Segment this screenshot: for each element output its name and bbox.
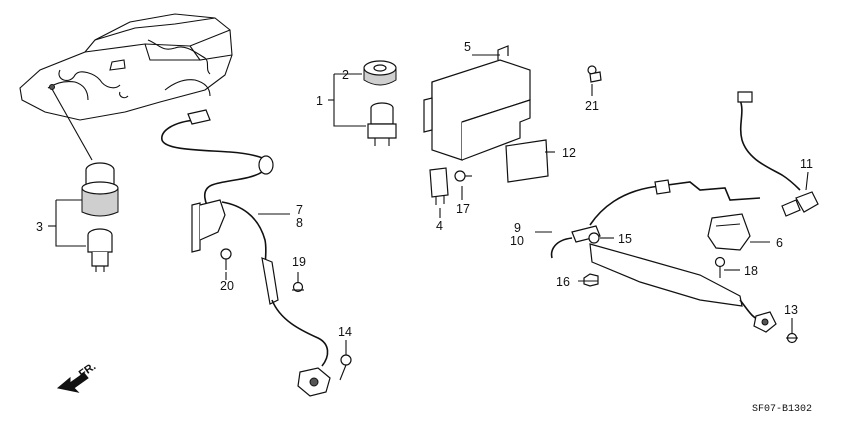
callout-2: 2: [342, 68, 349, 82]
callout-11: 11: [800, 157, 813, 171]
bolt-18: [714, 256, 726, 278]
bolt-21: [587, 65, 602, 83]
callout-5: 5: [464, 40, 471, 54]
bolt-15: [588, 232, 600, 244]
connector-4: [429, 167, 449, 205]
callout-6: 6: [776, 236, 783, 250]
callout-13: 13: [784, 303, 798, 317]
callout-12: 12: [562, 146, 576, 160]
relay-assembly: [81, 162, 119, 272]
front-sensor-harness: [161, 109, 331, 397]
front-arrow-icon: [56, 372, 89, 393]
callout-4: 4: [436, 219, 443, 233]
callout-16: 16: [556, 275, 570, 289]
callout-20: 20: [220, 279, 234, 293]
bracket-6: [707, 213, 751, 251]
callout-3: 3: [36, 220, 43, 234]
callout-1: 1: [316, 94, 323, 108]
callout-14: 14: [338, 325, 352, 339]
rear-sensor-harness: [550, 91, 801, 333]
car-body-illustration: [19, 13, 233, 161]
callout-17: 17: [456, 202, 470, 216]
nut-16: [583, 273, 599, 287]
bolt-20: [220, 248, 232, 270]
callout-7: 7: [296, 203, 303, 217]
bolt-13: [786, 332, 798, 344]
callout-labels: 1 2 3 4 5 6 7 8 9 10 11 12 13 14 15 16 1…: [36, 40, 813, 339]
screw-17: [454, 170, 472, 182]
front-direction-arrow: FR.: [56, 360, 98, 393]
callout-15: 15: [618, 232, 632, 246]
leader-lines: [48, 54, 809, 355]
callout-8: 8: [296, 216, 303, 230]
callout-18: 18: [744, 264, 758, 278]
clip-11: [781, 191, 819, 217]
bolt-14: [339, 354, 352, 381]
callout-9: 9: [514, 221, 521, 235]
relay-with-cover: [363, 60, 397, 146]
drawing-code: SF07-B1302: [752, 404, 812, 415]
callout-10: 10: [510, 234, 524, 248]
abs-control-unit: [423, 45, 531, 161]
callout-19: 19: [292, 255, 306, 269]
callout-21: 21: [585, 99, 599, 113]
bolt-19: [292, 281, 304, 293]
label-plate-12: [505, 139, 549, 183]
